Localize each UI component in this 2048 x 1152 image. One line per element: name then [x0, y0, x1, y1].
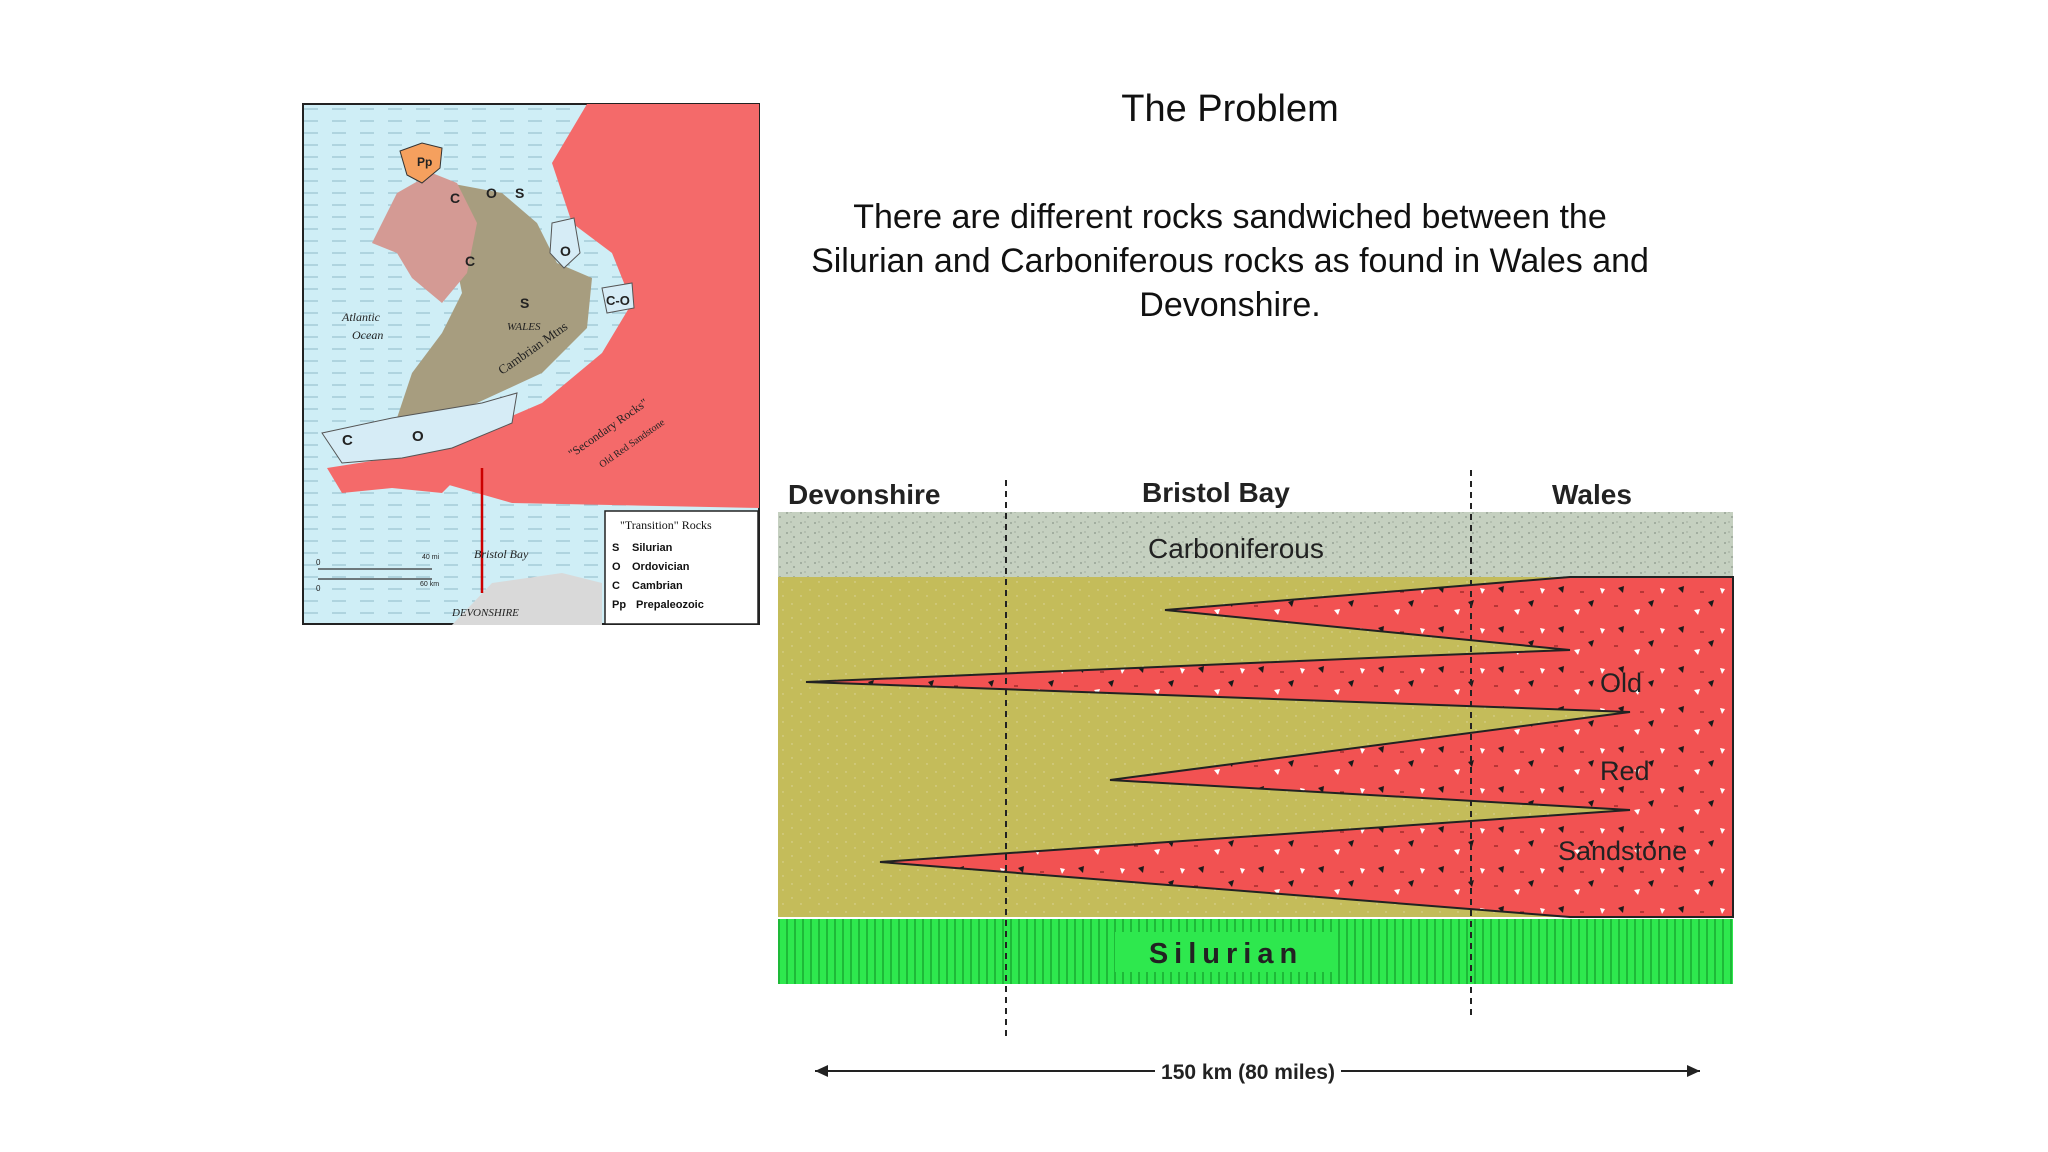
- devonshire-label: DEVONSHIRE: [451, 607, 519, 619]
- legend-name-cambrian: Cambrian: [632, 580, 683, 592]
- scale-bottom-label: 60 km: [420, 581, 439, 588]
- carboniferous-layer: [778, 512, 1733, 577]
- code-c3: C: [342, 432, 353, 449]
- legend-items: S Silurian O Ordovician C Cambrian Pp Pr…: [612, 542, 704, 611]
- legend-name-ordovician: Ordovician: [632, 561, 690, 573]
- code-co: C-O: [606, 293, 630, 308]
- geologic-map-wales: Pp C O S C O S C-O C O Atlantic Ocean WA…: [302, 103, 760, 625]
- cross-section-diagram: Devonshire Bristol Bay Wales Carbonifero…: [778, 470, 1734, 1084]
- legend-code-prepaleozoic: Pp: [612, 599, 626, 611]
- intro-text: There are different rocks sandwiched bet…: [811, 198, 1649, 324]
- legend-code-ordovician: O: [612, 561, 621, 573]
- scale-label: 150 km (80 miles): [1161, 1061, 1335, 1084]
- legend-code-cambrian: C: [612, 580, 620, 592]
- devonshire-area: [452, 573, 602, 625]
- wales-label: WALES: [507, 321, 541, 333]
- code-s2: S: [520, 295, 529, 311]
- location-wales: Wales: [1552, 479, 1632, 510]
- silurian-label: Silurian: [1149, 938, 1303, 970]
- legend-name-prepaleozoic: Prepaleozoic: [636, 599, 704, 611]
- bristol-label: Bristol Bay: [474, 547, 529, 561]
- scale-zero-1: 0: [316, 558, 321, 567]
- old-red-sandstone-layer: [805, 576, 1734, 918]
- ordovician-area-n: [549, 217, 581, 269]
- cambro-ordovician-area: [601, 282, 635, 314]
- slide-title-text: The Problem: [1121, 88, 1339, 130]
- ors-word-sandstone: Sandstone: [1558, 836, 1687, 866]
- prepaleozoic-area: [399, 142, 443, 184]
- location-devonshire: Devonshire: [788, 479, 941, 510]
- code-pp: Pp: [417, 155, 432, 169]
- scale-top-label: 40 mi: [422, 554, 440, 561]
- code-o3: O: [412, 428, 424, 445]
- location-bristol-bay: Bristol Bay: [1142, 477, 1290, 508]
- legend-name-silurian: Silurian: [632, 542, 673, 554]
- ocean-label-1: Atlantic: [341, 310, 381, 324]
- ordovician-area-sw: [321, 392, 518, 464]
- ors-word-old: Old: [1600, 668, 1642, 698]
- silurian-area: [392, 178, 592, 433]
- carboniferous-label: Carboniferous: [1148, 533, 1324, 564]
- code-o1: O: [486, 185, 497, 201]
- cambrian-area: [372, 173, 477, 303]
- code-s1: S: [515, 185, 524, 201]
- south-coast-red: [327, 448, 472, 493]
- code-c1: C: [450, 190, 460, 206]
- code-o2: O: [560, 243, 571, 259]
- silurian-label-bg: [1115, 932, 1337, 972]
- map-legend-box: [604, 510, 759, 625]
- scale-zero-2: 0: [316, 584, 321, 593]
- legend-title: "Transition" Rocks: [620, 518, 712, 532]
- ocean-label-2: Ocean: [352, 328, 383, 342]
- secondary-rocks-area: [432, 104, 759, 508]
- code-c2: C: [465, 253, 475, 269]
- ors-word-red: Red: [1600, 756, 1650, 786]
- legend-code-silurian: S: [612, 542, 619, 554]
- scale-arrow: 150 km (80 miles): [815, 1057, 1700, 1084]
